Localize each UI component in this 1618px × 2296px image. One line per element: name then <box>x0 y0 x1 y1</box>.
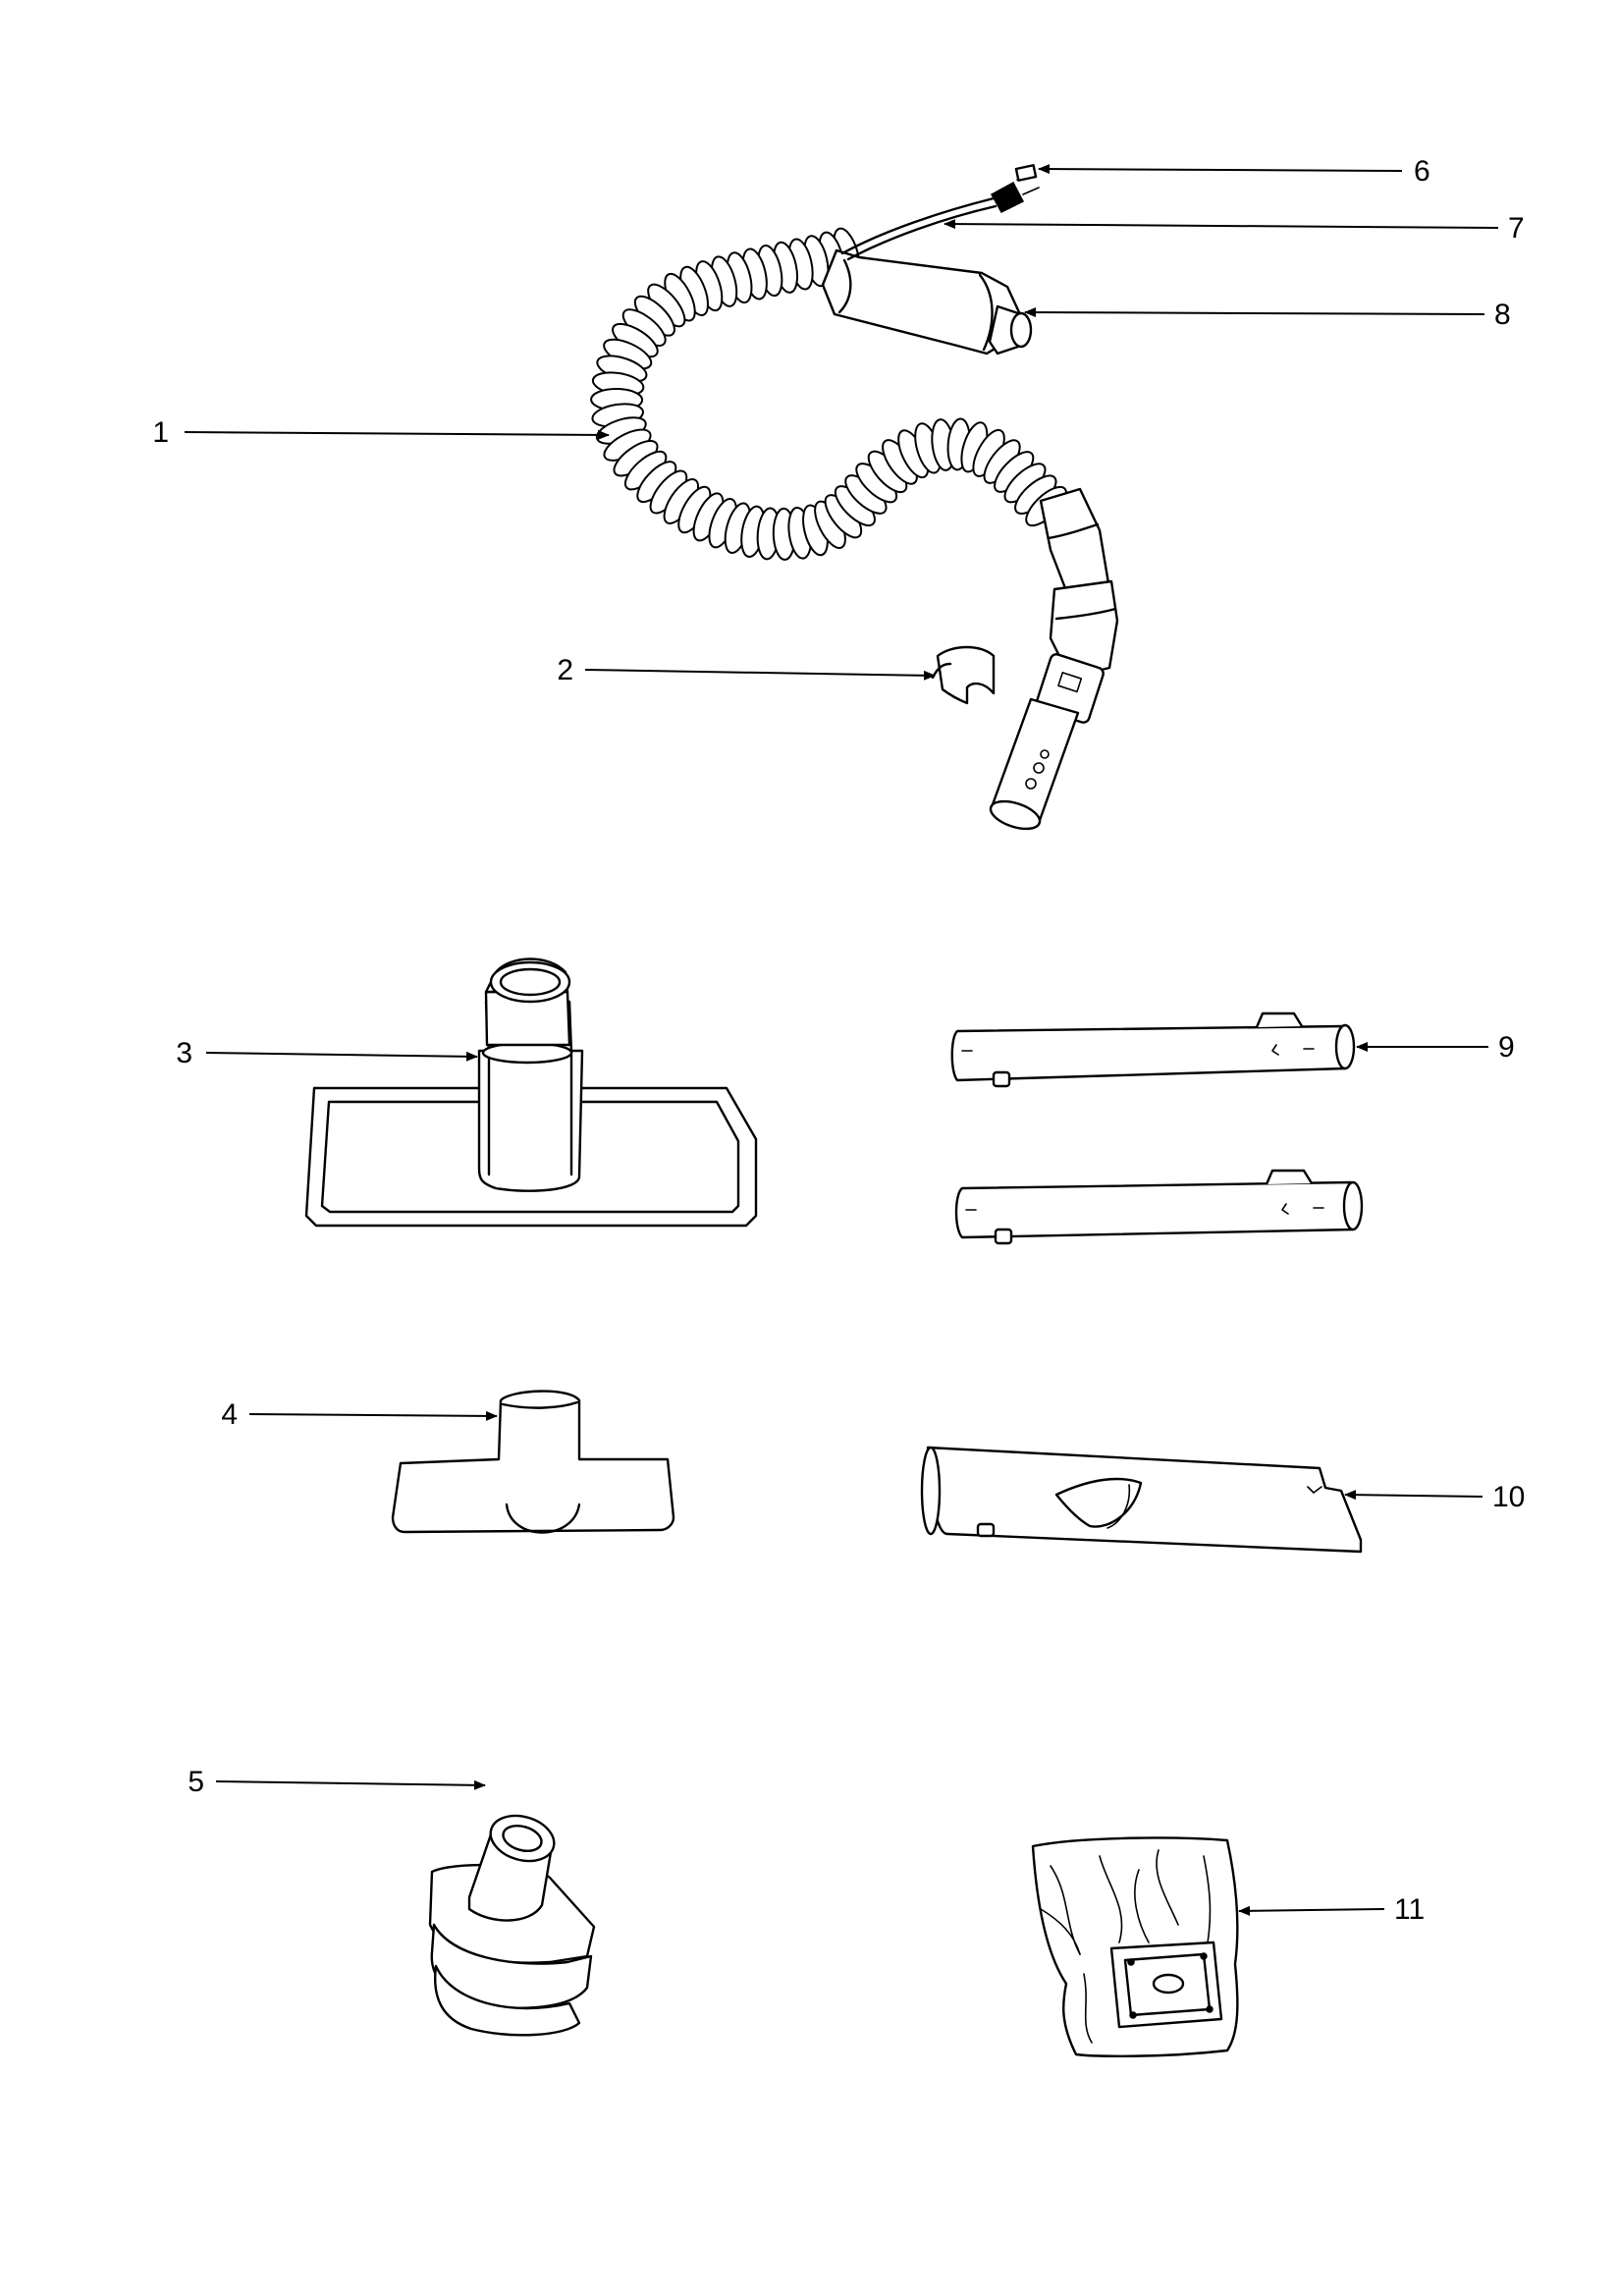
extension-wand-upper <box>950 1011 1356 1088</box>
callout-numbers: 1 2 3 4 5 6 7 8 9 10 11 <box>152 155 1525 1926</box>
hose-handle-part <box>821 248 1033 355</box>
leader-3 <box>205 1051 478 1062</box>
dusting-brush-part <box>428 1814 596 2037</box>
callout-10: 10 <box>1492 1481 1525 1513</box>
leader-lines <box>184 164 1499 1916</box>
leader-2 <box>584 669 936 681</box>
leader-11 <box>1238 1905 1385 1916</box>
callout-3: 3 <box>176 1037 192 1069</box>
callout-4: 4 <box>221 1398 238 1431</box>
leader-4 <box>248 1410 498 1421</box>
leader-7 <box>944 219 1499 230</box>
crevice-tool-part <box>920 1446 1363 1554</box>
floor-brush-part <box>304 957 758 1228</box>
hose-wand-end <box>989 487 1119 831</box>
leader-5 <box>215 1779 486 1790</box>
callout-5: 5 <box>188 1766 204 1798</box>
callout-1: 1 <box>152 416 169 449</box>
dust-bag-part <box>1031 1836 1239 2057</box>
cord-part <box>840 196 998 261</box>
callout-7: 7 <box>1508 212 1525 245</box>
callout-9: 9 <box>1498 1031 1515 1064</box>
upholstery-tool-part <box>391 1390 675 1534</box>
callout-2: 2 <box>557 654 573 686</box>
callout-8: 8 <box>1494 299 1511 331</box>
plug-part <box>990 164 1040 213</box>
callout-11: 11 <box>1394 1893 1425 1926</box>
callout-6: 6 <box>1414 155 1430 188</box>
hose-clip-part <box>931 645 996 705</box>
leader-8 <box>1024 307 1485 318</box>
leader-10 <box>1344 1490 1483 1501</box>
leader-1 <box>184 429 610 440</box>
extension-wand-lower <box>954 1169 1364 1245</box>
leader-6 <box>1038 164 1403 175</box>
